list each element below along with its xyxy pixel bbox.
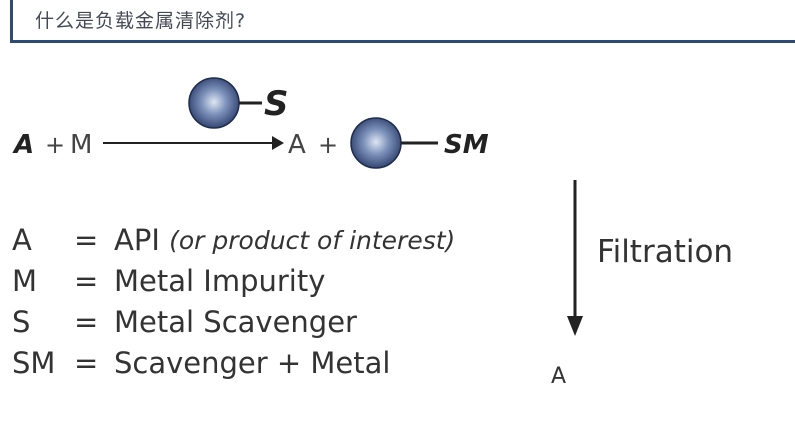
- plus-sign: +: [45, 131, 65, 159]
- legend-text: API: [114, 223, 160, 257]
- legend-text: Scavenger + Metal: [114, 346, 391, 380]
- legend-equals: =: [74, 346, 99, 380]
- legend-row: M = Metal Impurity: [12, 261, 455, 302]
- legend-note: (or product of interest): [169, 226, 456, 255]
- legend-symbol: A: [12, 223, 32, 257]
- legend-row: SM = Scavenger + Metal: [12, 343, 455, 384]
- legend-row: S = Metal Scavenger: [12, 302, 455, 343]
- legend-equals: =: [74, 305, 99, 339]
- filtration-arrow-head: [567, 316, 583, 336]
- legend-text: Metal Scavenger: [114, 305, 357, 339]
- legend-symbol: M: [12, 264, 38, 298]
- filtration-result: A: [551, 364, 566, 389]
- reactant-a: A: [12, 130, 34, 160]
- reaction-arrow-head: [272, 136, 284, 150]
- product-a: A: [288, 130, 306, 160]
- legend-equals: =: [74, 264, 99, 298]
- plus-sign-2: +: [318, 131, 338, 159]
- header-bar: 什么是负载金属清除剂?: [10, 0, 795, 43]
- legend-equals: =: [74, 223, 99, 257]
- legend-row: A = API (or product of interest): [12, 220, 455, 261]
- bound-bead-icon: [350, 117, 402, 169]
- legend-symbol: SM: [12, 346, 56, 380]
- legend-text: Metal Impurity: [114, 264, 326, 298]
- scavenger-bead-icon: [188, 77, 240, 129]
- legend: A = API (or product of interest) M = Met…: [12, 220, 455, 384]
- product-sm: SM: [444, 130, 489, 160]
- filtration-label: Filtration: [597, 234, 733, 270]
- page-title: 什么是负载金属清除剂?: [35, 10, 247, 32]
- legend-symbol: S: [12, 305, 31, 339]
- scavenger-label: S: [264, 84, 289, 124]
- reactant-m: M: [70, 130, 92, 160]
